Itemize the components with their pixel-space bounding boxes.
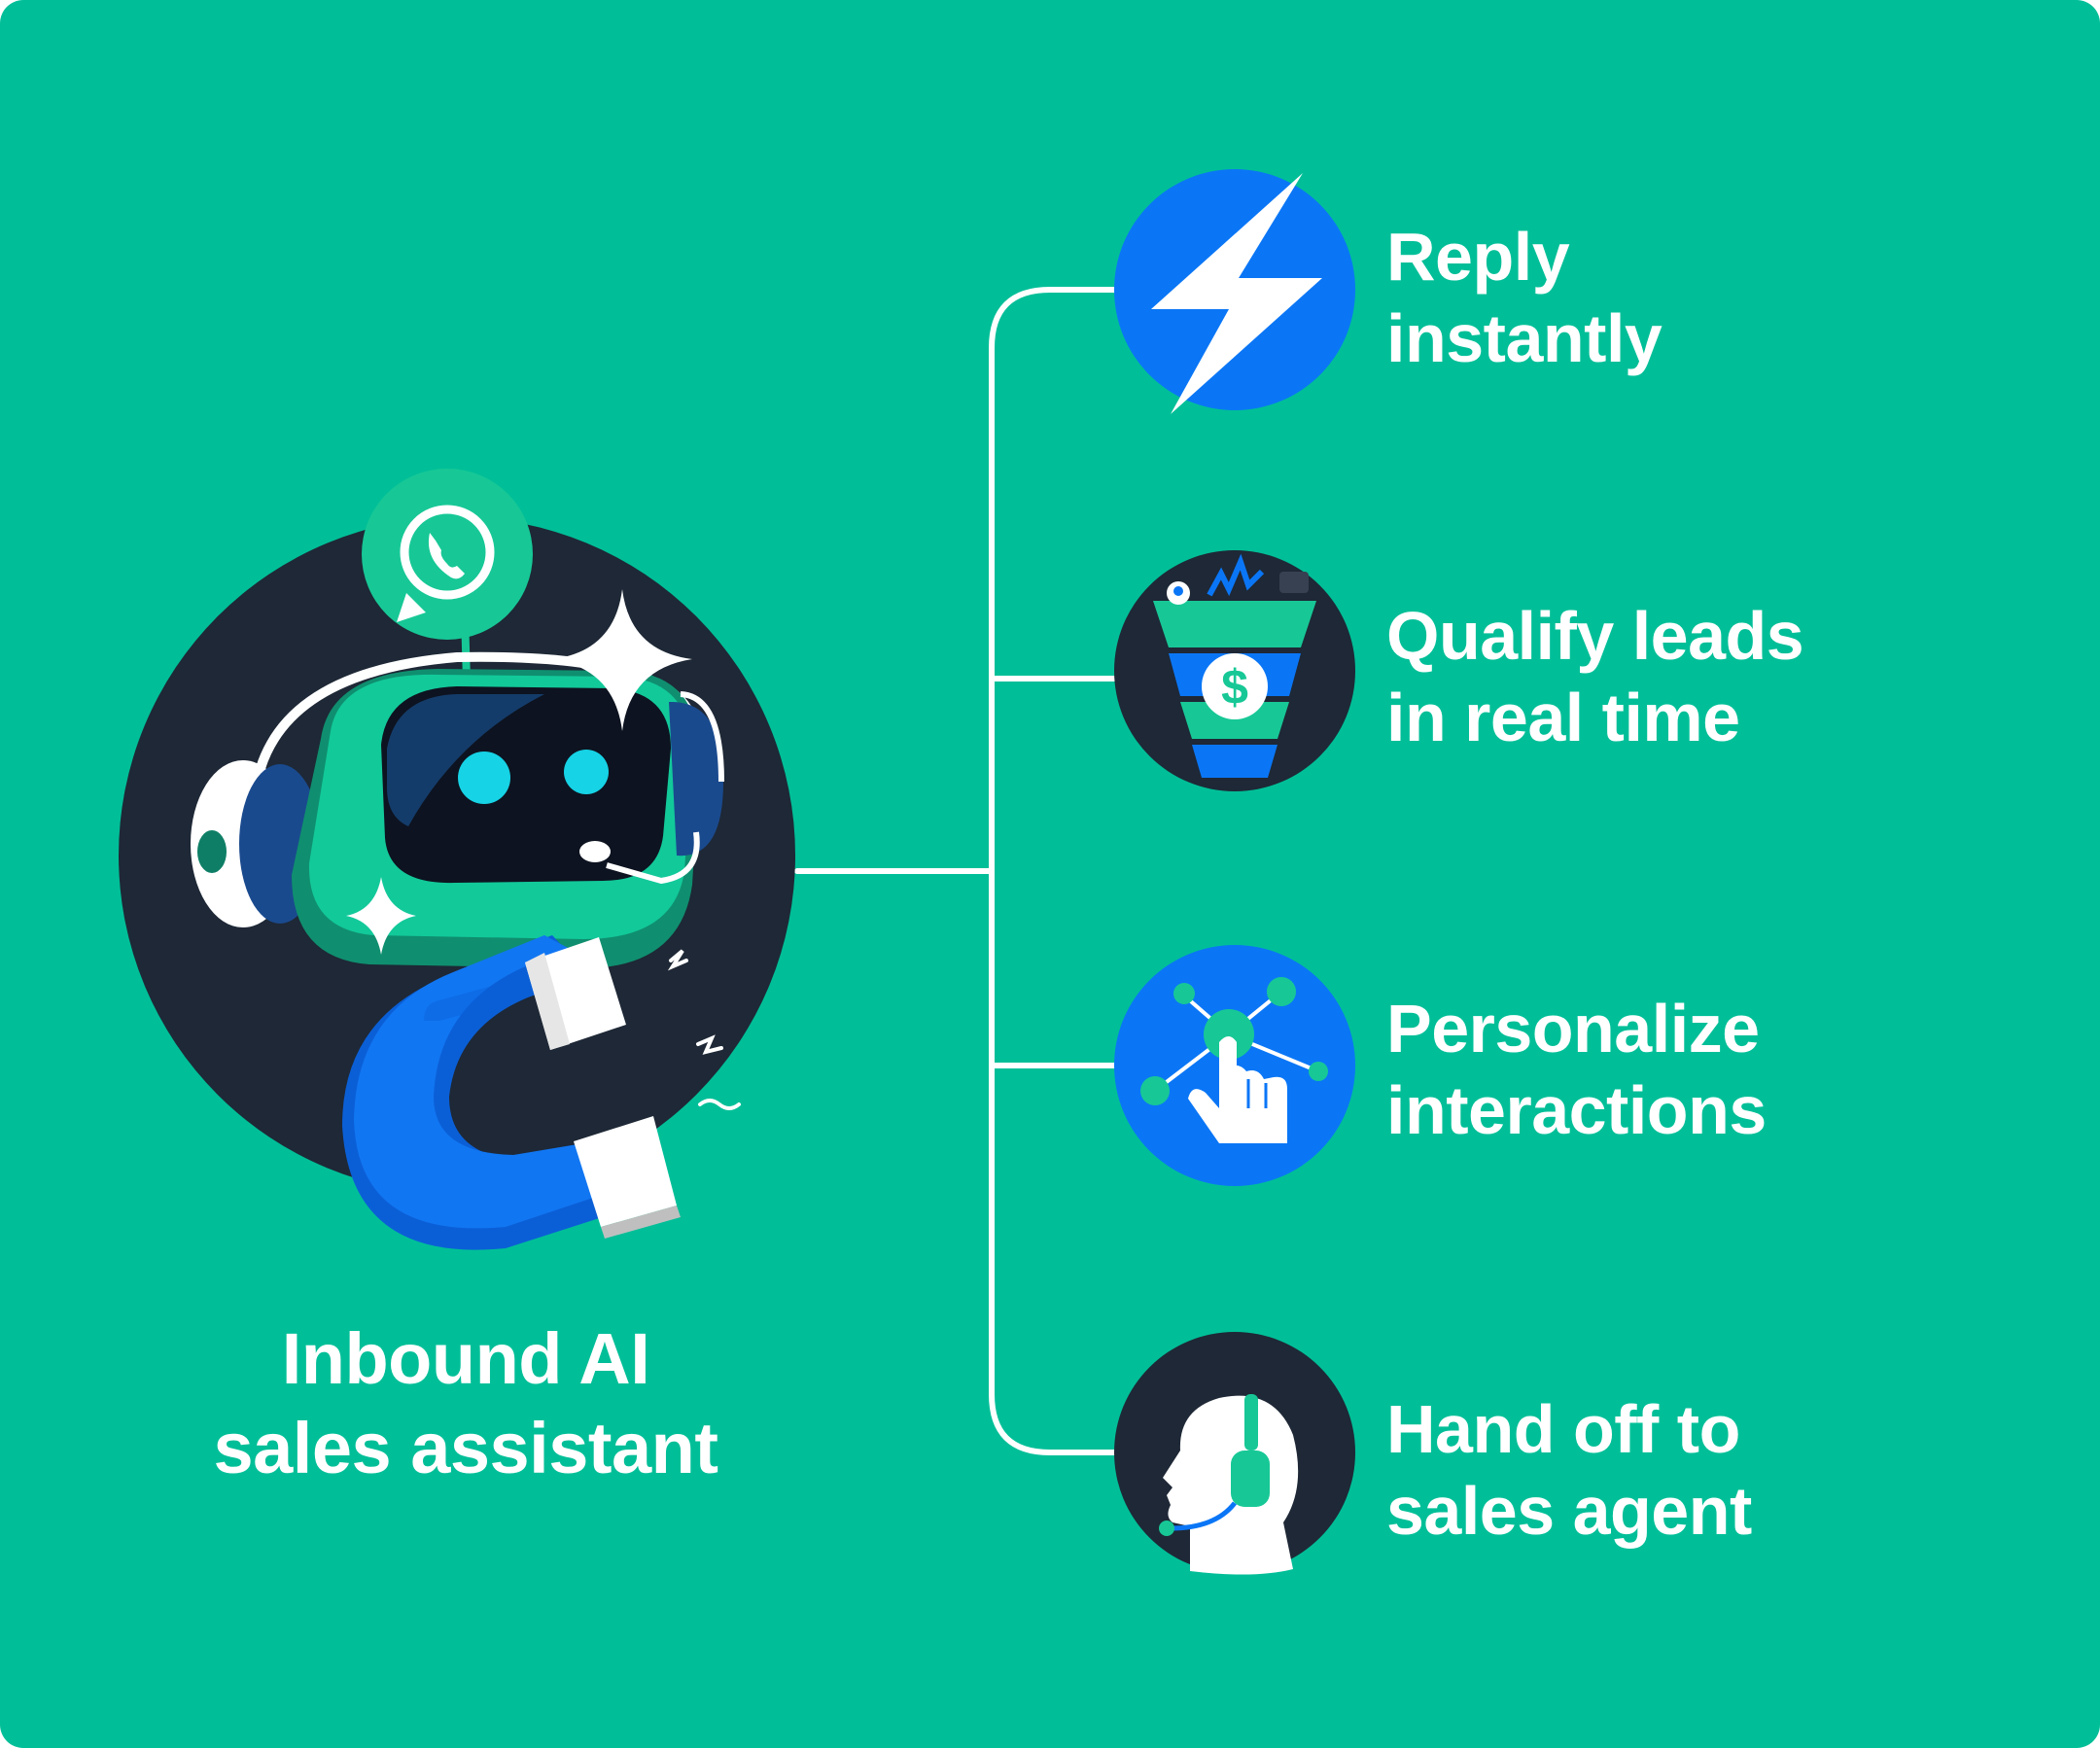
feature-qualify-line2: in real time — [1386, 680, 1740, 755]
funnel-dollar-icon: $ — [1114, 550, 1355, 791]
feature-personalize-line2: interactions — [1386, 1072, 1767, 1148]
feature-handoff-line1: Hand off to — [1386, 1391, 1740, 1467]
feature-label-personalize: Personalize interactions — [1386, 988, 2086, 1151]
robot-illustration — [119, 469, 795, 1250]
magnet-icon — [342, 935, 741, 1250]
feature-label-reply: Reply instantly — [1386, 216, 2086, 379]
feature-reply-line1: Reply — [1386, 219, 1570, 295]
feature-personalize-line1: Personalize — [1386, 991, 1760, 1066]
main-title: Inbound AI sales assistant — [117, 1314, 815, 1493]
tap-network-icon — [1114, 945, 1355, 1186]
feature-label-qualify: Qualify leads in real time — [1386, 595, 2086, 758]
feature-handoff-line2: sales agent — [1386, 1473, 1752, 1549]
whatsapp-icon — [362, 469, 533, 682]
svg-text:$: $ — [1221, 660, 1248, 715]
main-title-line1: Inbound AI — [281, 1318, 650, 1399]
connector-lines — [794, 287, 1117, 1455]
main-title-line2: sales assistant — [213, 1408, 718, 1488]
feature-reply-line2: instantly — [1386, 300, 1662, 376]
feature-qualify-line1: Qualify leads — [1386, 598, 1804, 674]
headset-agent-icon — [1114, 1332, 1355, 1575]
lightning-icon — [1114, 169, 1355, 414]
feature-label-handoff: Hand off to sales agent — [1386, 1388, 2086, 1552]
